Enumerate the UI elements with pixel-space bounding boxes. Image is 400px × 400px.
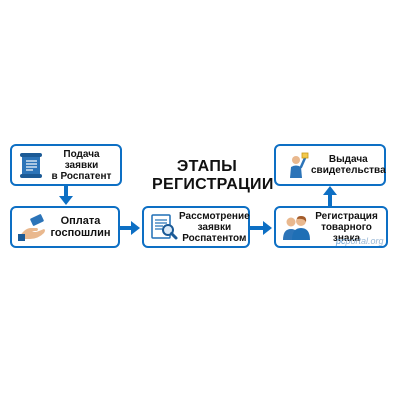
step-label: Подача заявки в Роспатент (51, 148, 112, 182)
document-scroll-icon (20, 153, 42, 178)
watermark-prefix: pc (336, 236, 346, 246)
arrow-step1-to-step2 (59, 186, 73, 205)
step-label: Рассмотрение заявки Роспатентом (179, 210, 250, 244)
step-examination: Рассмотрение заявки Роспатентом (142, 206, 250, 248)
watermark-text: portal.org (345, 236, 384, 246)
people-icon (283, 216, 310, 240)
step-trademark-registration: Регистрация товарного знака (274, 206, 388, 248)
arrow-step4-to-step5 (323, 186, 337, 206)
arrow-step2-to-step3 (120, 221, 140, 235)
step-label: Оплата госпошлин (50, 215, 111, 239)
diagram-title: ЭТАПЫ РЕГИСТРАЦИИ (152, 158, 274, 193)
step-pay-fees: Оплата госпошлин (10, 206, 120, 248)
step-label: Регистрация товарного знака (315, 210, 378, 244)
hand-paying-card-icon (18, 214, 45, 241)
step-certificate-issue: Выдача свидетельства (274, 144, 386, 186)
watermark: pcportal.org (336, 236, 384, 246)
step-label: Выдача свидетельства (311, 154, 386, 176)
document-magnifier-icon (151, 214, 178, 240)
step-submit-application: Подача заявки в Роспатент (10, 144, 122, 186)
award-person-icon (290, 152, 309, 178)
